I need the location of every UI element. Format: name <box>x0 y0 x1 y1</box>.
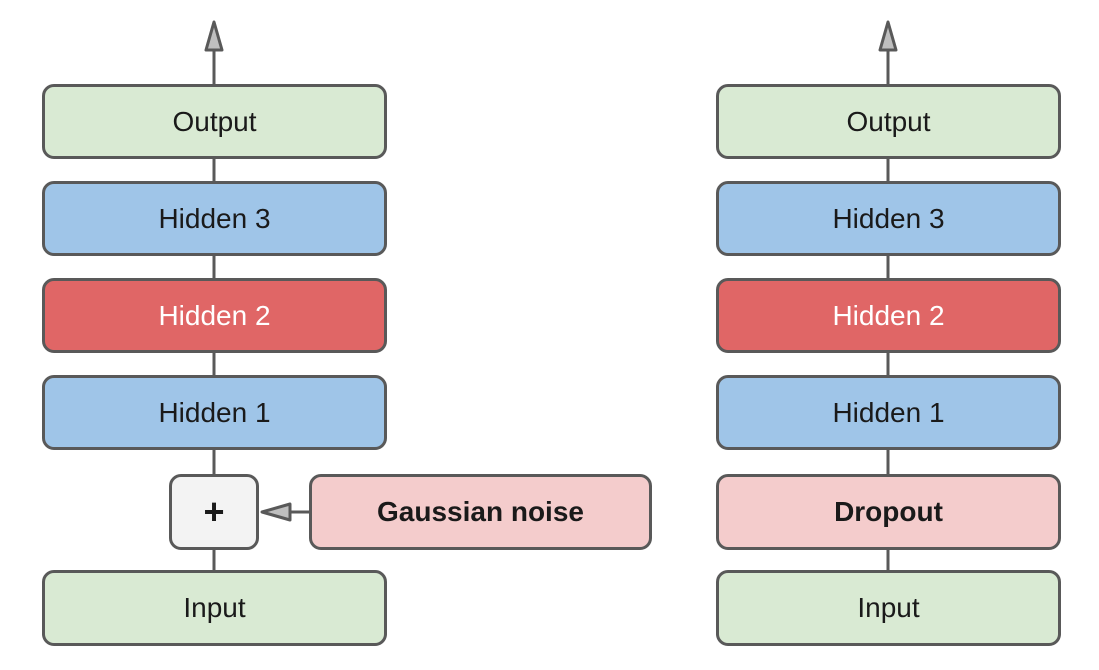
gaussian-noise-label: Gaussian noise <box>377 496 584 527</box>
right-hidden2-label: Hidden 2 <box>832 299 945 331</box>
noise-arrowhead <box>260 502 292 522</box>
right-hidden3-layer: Hidden 3 <box>716 181 1061 256</box>
left-hidden3-layer: Hidden 3 <box>42 181 387 256</box>
left-hidden1-label: Hidden 1 <box>158 396 271 428</box>
left-hidden3-label: Hidden 3 <box>158 202 271 234</box>
right-output-layer: Output <box>716 84 1061 159</box>
right-hidden3-label: Hidden 3 <box>832 202 945 234</box>
right-input-layer: Input <box>716 570 1061 646</box>
right-hidden2-layer: Hidden 2 <box>716 278 1061 353</box>
right-output-arrowhead <box>878 20 898 52</box>
dropout-label: Dropout <box>834 496 943 527</box>
right-output-label: Output <box>846 105 931 137</box>
left-input-layer: Input <box>42 570 387 646</box>
left-output-label: Output <box>172 105 257 137</box>
left-hidden2-layer: Hidden 2 <box>42 278 387 353</box>
dropout-layer: Dropout <box>716 474 1061 550</box>
left-hidden1-layer: Hidden 1 <box>42 375 387 450</box>
left-input-label: Input <box>183 592 246 623</box>
gaussian-noise-block: Gaussian noise <box>309 474 652 550</box>
plus-icon: + <box>203 491 225 532</box>
left-output-layer: Output <box>42 84 387 159</box>
add-node: + <box>169 474 259 550</box>
right-hidden1-layer: Hidden 1 <box>716 375 1061 450</box>
right-input-label: Input <box>857 592 920 623</box>
left-hidden2-label: Hidden 2 <box>158 299 271 331</box>
left-output-arrowhead <box>204 20 224 52</box>
right-hidden1-label: Hidden 1 <box>832 396 945 428</box>
